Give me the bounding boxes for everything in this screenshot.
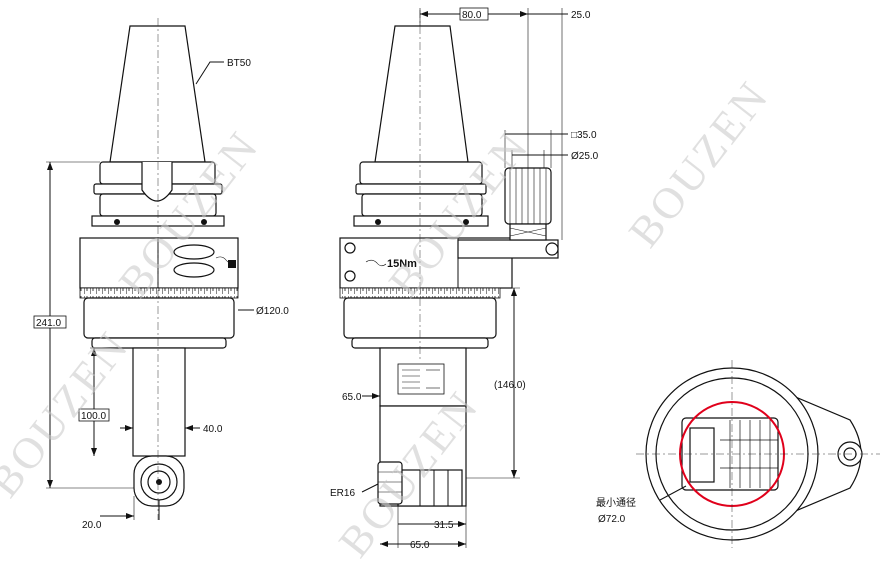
dim146-label: (146.0): [494, 380, 526, 391]
watermark-5: BOUZEN: [0, 321, 139, 506]
dia72-label: Ø72.0: [598, 514, 626, 525]
side-taper: [374, 25, 469, 163]
dim65side-label: 65.0: [342, 392, 362, 403]
front-screw-right: [201, 219, 207, 225]
front-window-2: [173, 262, 215, 278]
front-window-1: [173, 244, 215, 260]
dim31_5-label: 31.5: [434, 520, 454, 531]
front-screw-left: [114, 219, 120, 225]
taper-leader: [195, 61, 224, 85]
side-flange-4: [353, 215, 489, 227]
side-collet-nut: [377, 461, 403, 505]
len100-label: 100.0: [81, 411, 106, 422]
side-nameplate: [397, 363, 445, 395]
front-taper: [109, 25, 206, 163]
front-head-center: [156, 479, 162, 485]
dim80-label: 80.0: [462, 10, 482, 21]
bottom-collet: [689, 427, 715, 483]
front-key-slot: [141, 162, 173, 202]
dia25-label: Ø25.0: [571, 151, 599, 162]
dim20-label: 20.0: [82, 520, 102, 531]
len241-label: 241.0: [36, 318, 61, 329]
min-bore-label: 最小通径: [596, 496, 636, 509]
dim40-label: 40.0: [203, 424, 223, 435]
taper-label: BT50: [227, 58, 251, 69]
dim25top-label: 25.0: [571, 10, 591, 21]
torque-wrench-icon: [365, 259, 387, 267]
front-view: BT50 Ø120.0 241.0 100.0 40.0 20.0: [33, 18, 289, 531]
side-arm: [457, 239, 559, 259]
front-lock-icon: [228, 260, 236, 268]
side-view: 15Nm: [330, 7, 599, 551]
sq35-label: □35.0: [571, 130, 597, 141]
watermark-3: BOUZEN: [619, 71, 779, 256]
front-body-block: [79, 237, 239, 289]
torque-label: 15Nm: [387, 258, 417, 270]
side-arm-screw: [545, 242, 559, 256]
bottom-view: 最小通径 Ø72.0: [596, 360, 880, 548]
front-spindle: [132, 347, 186, 457]
side-head-outlet: [397, 469, 463, 507]
dia120-label: Ø120.0: [256, 306, 289, 317]
collet-label: ER16: [330, 488, 355, 499]
dim65bottom-label: 65.0: [410, 540, 430, 551]
